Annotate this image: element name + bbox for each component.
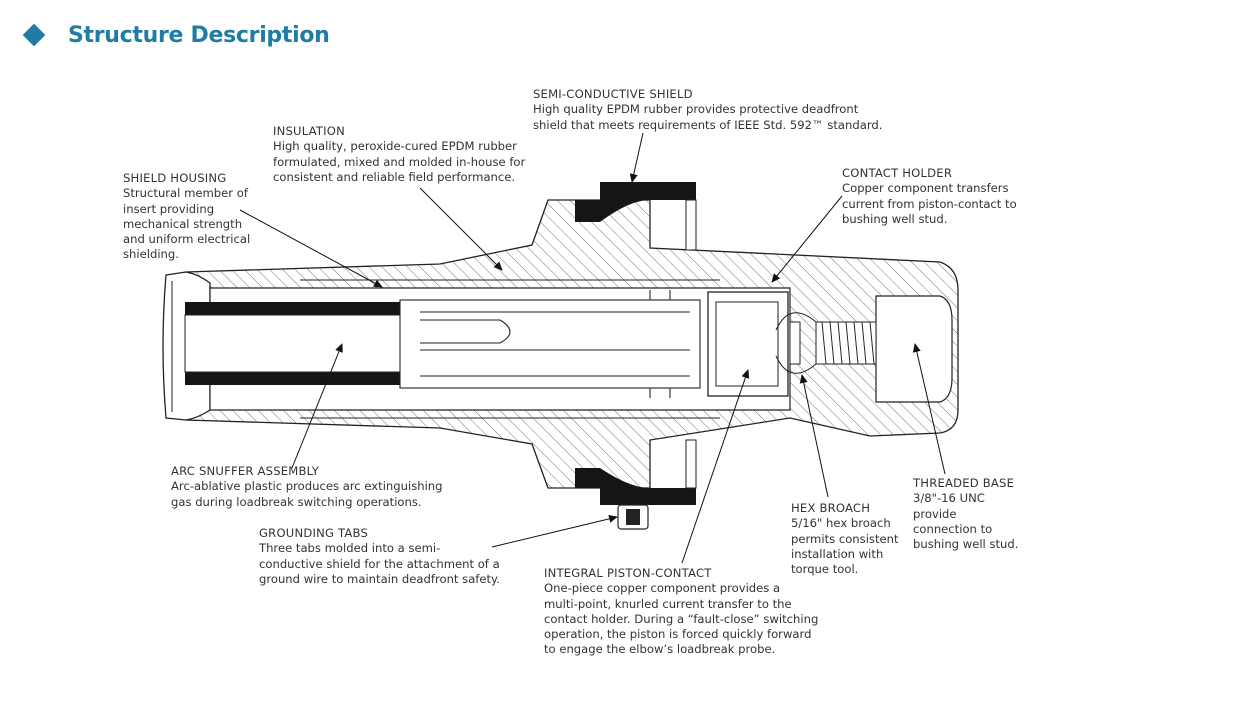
leader-threaded-base	[912, 343, 946, 475]
label-shield-housing: SHIELD HOUSING Structural member of inse…	[123, 171, 250, 263]
label-insulation: INSULATION High quality, peroxide-cured …	[273, 124, 525, 185]
page-header: Structure Description	[22, 18, 330, 52]
label-semi-conductive-shield: SEMI-CONDUCTIVE SHIELD High quality EPDM…	[533, 87, 882, 133]
page-title: Structure Description	[68, 22, 330, 48]
label-description: Structural member of insert providing me…	[123, 186, 251, 262]
label-heading: INSULATION	[273, 124, 345, 138]
hex-broach	[789, 321, 801, 365]
label-description: High quality, peroxide-cured EPDM rubber…	[273, 139, 526, 184]
leader-piston-contact	[681, 369, 750, 564]
piston-contact-fingers	[399, 290, 701, 398]
threaded-stud	[815, 321, 877, 365]
label-heading: HEX BROACH	[791, 501, 871, 515]
arc-snuffer-top	[185, 302, 430, 315]
label-heading: INTEGRAL PISTON-CONTACT	[544, 566, 712, 580]
label-heading: CONTACT HOLDER	[842, 166, 953, 180]
label-grounding-tabs: GROUNDING TABS Three tabs molded into a …	[259, 526, 500, 587]
leader-arc-snuffer	[291, 343, 343, 469]
threaded-base-cavity	[875, 295, 953, 403]
label-heading: SHIELD HOUSING	[123, 171, 227, 185]
arc-snuffer-bottom	[185, 372, 430, 385]
label-hex-broach: HEX BROACH 5/16" hex broach permits cons…	[791, 501, 899, 577]
label-heading: ARC SNUFFER ASSEMBLY	[171, 464, 320, 478]
leader-hex-broach	[799, 374, 829, 498]
label-description: 5/16" hex broach permits consistent inst…	[791, 516, 899, 577]
label-threaded-base: THREADED BASE 3/8"-16 UNC provide connec…	[913, 476, 1018, 552]
leader-grounding-tabs	[491, 514, 618, 548]
leader-contact-holder	[771, 195, 843, 283]
label-heading: THREADED BASE	[913, 476, 1015, 490]
label-integral-piston-contact: INTEGRAL PISTON-CONTACT One-piece copper…	[544, 566, 818, 658]
label-description: High quality EPDM rubber provides protec…	[533, 102, 883, 132]
leader-insulation	[419, 187, 503, 271]
label-description: Three tabs molded into a semi- conductiv…	[259, 541, 500, 586]
semi-conductive-shield-bottom	[575, 468, 696, 505]
label-description: One-piece copper component provides a mu…	[544, 581, 819, 657]
leader-semi-conductive-shield	[629, 132, 644, 183]
label-description: Arc-ablative plastic produces arc exting…	[171, 479, 443, 509]
leader-shield-housing	[239, 209, 383, 288]
label-description: Copper component transfers current from …	[842, 181, 1017, 226]
label-description: 3/8"-16 UNC provide connection to bushin…	[913, 491, 1019, 552]
label-heading: SEMI-CONDUCTIVE SHIELD	[533, 87, 693, 101]
label-heading: GROUNDING TABS	[259, 526, 369, 540]
label-contact-holder: CONTACT HOLDER Copper component transfer…	[842, 166, 1017, 227]
label-arc-snuffer-assembly: ARC SNUFFER ASSEMBLY Arc-ablative plasti…	[171, 464, 443, 510]
semi-conductive-shield-top	[575, 182, 696, 222]
